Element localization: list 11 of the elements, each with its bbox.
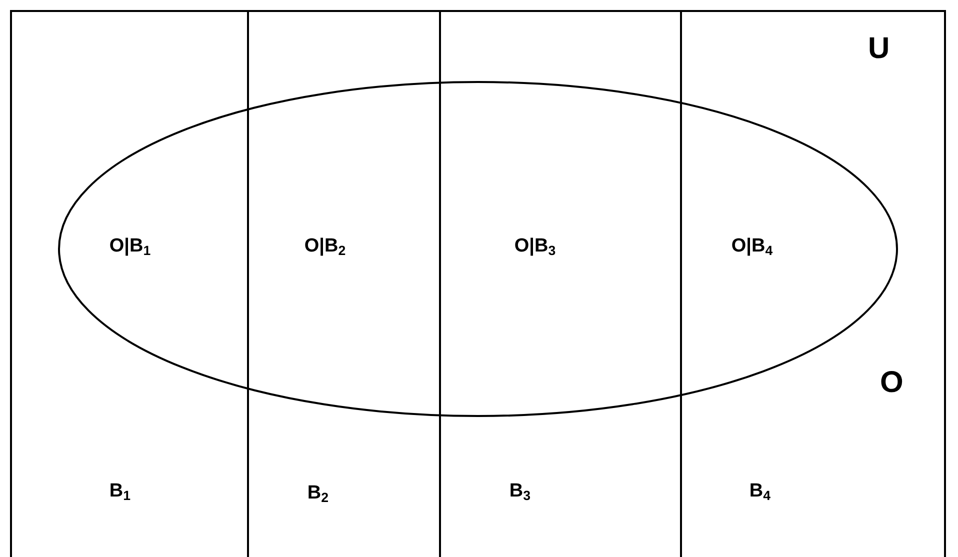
region-label: B$_{2}$: [307, 484, 329, 504]
universe-rectangle: [10, 10, 946, 557]
region-label: B$_{4}$: [749, 482, 771, 502]
region-label: O|B$_{1}$: [109, 236, 151, 258]
region-label: O|B$_{4}$: [731, 236, 773, 258]
set-label: U: [868, 34, 890, 64]
region-label: B$_{1}$: [109, 482, 131, 502]
region-label: O|B$_{2}$: [304, 236, 346, 258]
region-label: O|B$_{3}$: [514, 236, 556, 258]
region-label: B$_{3}$: [509, 482, 531, 502]
set-label: O: [880, 368, 904, 398]
